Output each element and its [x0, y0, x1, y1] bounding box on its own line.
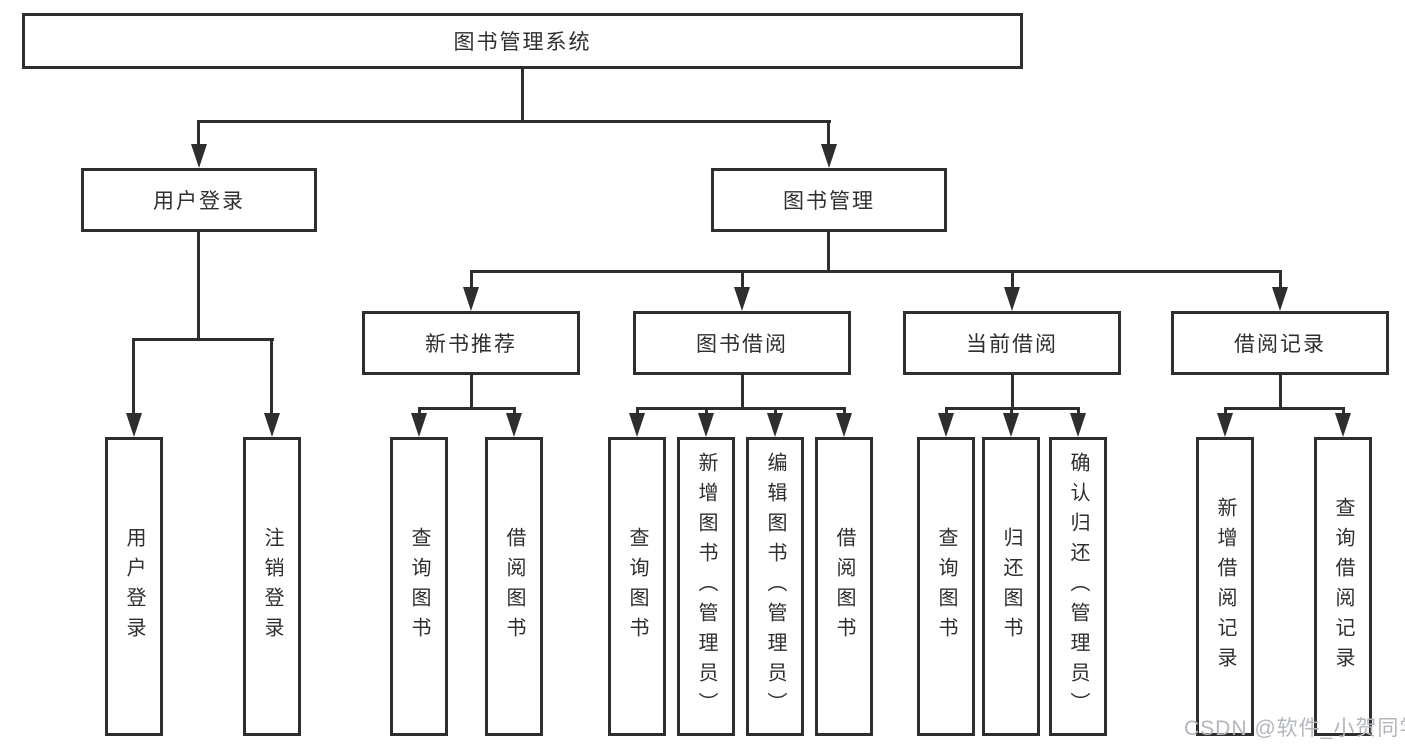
connector-bookborrow-trunk [741, 375, 744, 409]
arrowhead-bb-query [629, 413, 645, 437]
arrowhead-bb-add [698, 413, 714, 437]
connector-stub-book-management [827, 120, 830, 146]
arrowhead-cb-return [1003, 413, 1019, 437]
connector-stub-user-login [197, 120, 200, 146]
leaf-current-confirm-return-admin: 确认归还（管理员） [1049, 437, 1107, 736]
connector-newbook-horizontal [418, 407, 516, 410]
leaf-current-query-book: 查询图书 [917, 437, 975, 736]
node-label: 编辑图书（管理员） [764, 451, 786, 722]
node-label: 查询图书 [626, 526, 648, 647]
node-label: 新增借阅记录 [1214, 496, 1236, 677]
connector-records-trunk [1279, 375, 1282, 409]
node-label: 用户登录 [153, 190, 245, 213]
connector-level3-horizontal [470, 270, 1281, 273]
csdn-watermark: CSDN @软件_小贺同学 [1184, 717, 1405, 740]
node-current-borrow: 当前借阅 [903, 311, 1121, 375]
node-label: 借阅记录 [1234, 333, 1326, 356]
connector-stub-bb-query [636, 407, 639, 416]
node-label: 查询图书 [408, 526, 430, 647]
connector-newbook-trunk [470, 375, 473, 409]
node-user-login: 用户登录 [81, 168, 317, 232]
node-label: 注销登录 [261, 526, 283, 647]
arrowhead-bb-edit [767, 413, 783, 437]
leaf-records-query-record: 查询借阅记录 [1314, 437, 1372, 736]
connector-records-horizontal [1224, 407, 1344, 410]
node-new-book-recommend: 新书推荐 [362, 311, 580, 375]
connector-stub-br-add [1224, 407, 1227, 416]
connector-stub-bb-add [705, 407, 708, 416]
leaf-borrow-query-book: 查询图书 [608, 437, 666, 736]
connector-stub-cb-query [945, 407, 948, 416]
arrowhead-user-login [191, 144, 207, 168]
arrowhead-cb-query [938, 413, 954, 437]
node-label: 查询图书 [935, 526, 957, 647]
connector-currentborrow-trunk [1011, 375, 1014, 409]
node-label: 归还图书 [1000, 526, 1022, 647]
arrowhead-book-borrow [734, 287, 750, 311]
leaf-records-add-record: 新增借阅记录 [1196, 437, 1254, 736]
node-label: 当前借阅 [966, 333, 1058, 356]
node-label: 查询借阅记录 [1332, 496, 1354, 677]
connector-stub-leaf-logout [270, 338, 273, 415]
connector-userlogin-horizontal [133, 338, 274, 341]
node-label: 新增图书（管理员） [695, 451, 717, 722]
connector-level2-horizontal [198, 120, 831, 123]
arrowhead-leaf-logout [264, 413, 280, 437]
arrowhead-borrow-records [1272, 287, 1288, 311]
leaf-newbook-borrow-book: 借阅图书 [485, 437, 543, 736]
connector-stub-new-book [470, 270, 473, 290]
leaf-current-return-book: 归还图书 [982, 437, 1040, 736]
arrowhead-br-add [1217, 413, 1233, 437]
node-label: 用户登录 [123, 526, 145, 647]
connector-stub-bb-borrow [843, 407, 846, 416]
connector-stub-current-borrow [1011, 270, 1014, 290]
arrowhead-cb-confirm [1070, 413, 1086, 437]
node-book-borrow: 图书借阅 [633, 311, 851, 375]
node-borrow-records: 借阅记录 [1171, 311, 1389, 375]
node-label: 借阅图书 [503, 526, 525, 647]
node-label: 借阅图书 [833, 526, 855, 647]
arrowhead-bb-borrow [836, 413, 852, 437]
leaf-borrow-borrow-book: 借阅图书 [815, 437, 873, 736]
connector-root-trunk [521, 69, 524, 120]
leaf-logout: 注销登录 [243, 437, 301, 736]
arrowhead-newbook-borrow [506, 413, 522, 437]
leaf-newbook-query-book: 查询图书 [390, 437, 448, 736]
arrowhead-book-management [821, 144, 837, 168]
arrowhead-newbook-query [411, 413, 427, 437]
arrowhead-new-book [463, 287, 479, 311]
leaf-user-login: 用户登录 [105, 437, 163, 736]
connector-stub-cb-confirm [1077, 407, 1080, 416]
arrowhead-current-borrow [1004, 287, 1020, 311]
node-root-library-system: 图书管理系统 [22, 13, 1023, 69]
connector-stub-newbook-query [418, 407, 421, 416]
node-label: 图书借阅 [696, 333, 788, 356]
connector-stub-book-borrow [741, 270, 744, 290]
leaf-borrow-add-book-admin: 新增图书（管理员） [677, 437, 735, 736]
arrowhead-br-query [1335, 413, 1351, 437]
connector-stub-leaf-user-login [132, 338, 135, 415]
arrowhead-leaf-user-login [126, 413, 142, 437]
node-label: 确认归还（管理员） [1067, 451, 1089, 722]
node-label: 图书管理系统 [453, 31, 592, 54]
connector-bookmgmt-trunk [827, 232, 830, 273]
node-book-management: 图书管理 [711, 168, 947, 232]
connector-stub-cb-return [1010, 407, 1013, 416]
node-label: 新书推荐 [425, 333, 517, 356]
connector-bookborrow-horizontal [636, 407, 845, 410]
leaf-borrow-edit-book-admin: 编辑图书（管理员） [746, 437, 804, 736]
node-label: 图书管理 [783, 190, 875, 213]
connector-stub-br-query [1342, 407, 1345, 416]
connector-stub-borrow-records [1279, 270, 1282, 290]
connector-stub-newbook-borrow [513, 407, 516, 416]
connector-userlogin-trunk [197, 232, 200, 338]
connector-stub-bb-edit [774, 407, 777, 416]
